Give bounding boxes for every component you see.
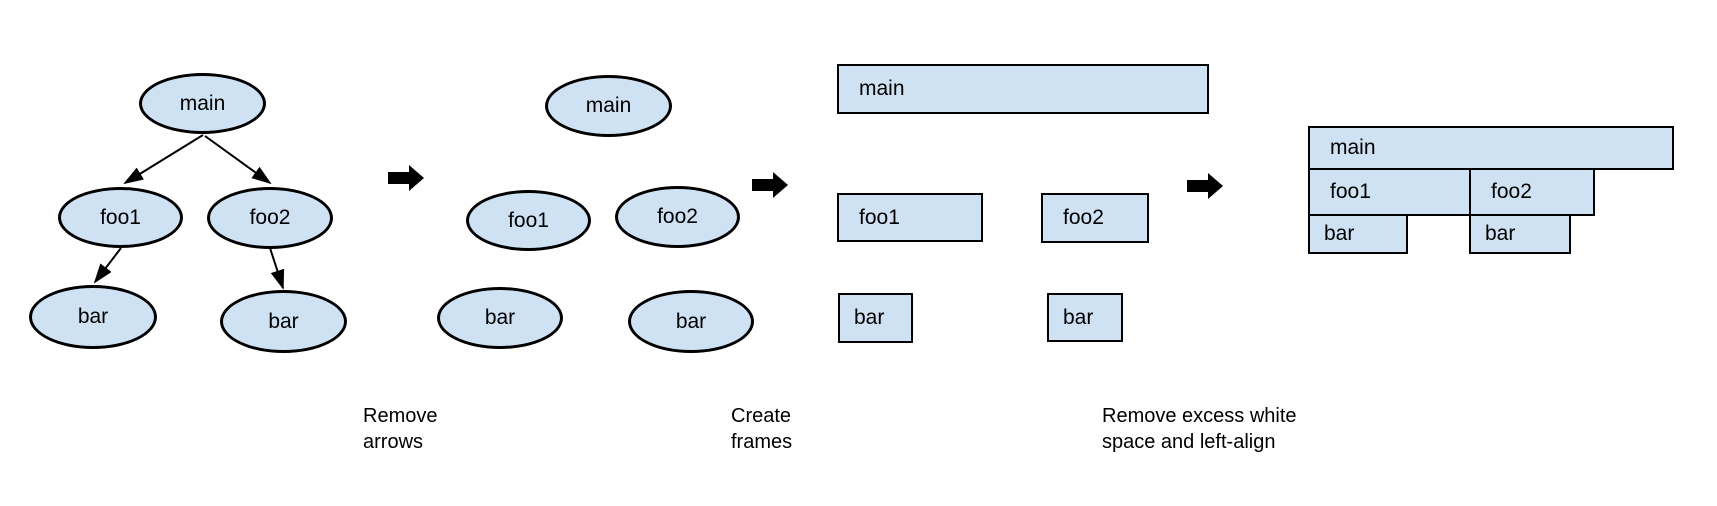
ellipse-main-label: main: [585, 94, 632, 117]
flame-frame-foo1-label: foo1: [1330, 180, 1371, 203]
flame-frame-main-label: main: [1330, 136, 1376, 159]
edge-main-to-foo2-arrow: [204, 135, 272, 185]
frame-foo2-label: foo2: [1063, 206, 1104, 229]
tree-node-foo1-label: foo1: [100, 205, 141, 229]
edge-main-to-foo1-arrow: [123, 134, 204, 185]
flame-frame-foo1: foo1: [1308, 168, 1471, 216]
ellipse-foo2: foo2: [615, 186, 740, 248]
transition-arrow-1-icon: [388, 165, 424, 191]
flame-frame-bar-right: bar: [1469, 214, 1571, 254]
flame-frame-bar-left-label: bar: [1324, 222, 1355, 245]
tree-node-foo1: foo1: [58, 187, 183, 248]
frame-bar-left: bar: [838, 293, 913, 343]
step-label-remove-arrows: Remove arrows: [363, 405, 438, 453]
ellipse-bar-right: bar: [628, 290, 754, 353]
tree-node-foo2: foo2: [207, 187, 333, 249]
ellipse-bar-left-label: bar: [484, 306, 516, 329]
ellipse-bar-left: bar: [437, 287, 563, 349]
edge-foo1-to-bar-arrow: [93, 247, 122, 284]
frame-foo2: foo2: [1041, 193, 1149, 243]
flame-frame-bar-left: bar: [1308, 214, 1408, 254]
tree-node-bar-left-label: bar: [77, 305, 109, 328]
frame-main-label: main: [859, 77, 905, 100]
step-label-create-frames: Create frames: [731, 405, 793, 453]
frame-main: main: [837, 64, 1209, 114]
transition-arrow-2-icon: [752, 172, 788, 198]
ellipse-foo2-label: foo2: [657, 205, 698, 228]
step-label-left-align: Remove excess white space and left-align: [1102, 405, 1297, 453]
tree-node-main: main: [139, 73, 266, 134]
tree-node-main-label: main: [179, 91, 226, 115]
frame-bar-left-label: bar: [854, 306, 885, 329]
frame-bar-right-label: bar: [1063, 305, 1094, 329]
tree-node-bar-right-label: bar: [268, 309, 299, 333]
flame-frame-main: main: [1308, 126, 1674, 170]
edge-foo2-to-bar-arrow: [269, 247, 285, 290]
ellipse-bar-right-label: bar: [675, 309, 707, 333]
transition-arrow-3-icon: [1187, 173, 1223, 199]
flame-frame-bar-right-label: bar: [1485, 222, 1516, 245]
frame-foo1-label: foo1: [859, 205, 900, 229]
flame-frame-foo2-label: foo2: [1491, 180, 1532, 203]
flame-frame-foo2: foo2: [1469, 168, 1595, 216]
tree-node-foo2-label: foo2: [249, 206, 291, 229]
frame-foo1: foo1: [837, 193, 983, 242]
tree-node-bar-left: bar: [29, 285, 157, 349]
ellipse-foo1: foo1: [466, 190, 591, 251]
ellipse-main: main: [545, 75, 672, 137]
ellipse-foo1-label: foo1: [508, 208, 549, 232]
frame-bar-right: bar: [1047, 293, 1123, 342]
tree-node-bar-right: bar: [220, 290, 347, 353]
